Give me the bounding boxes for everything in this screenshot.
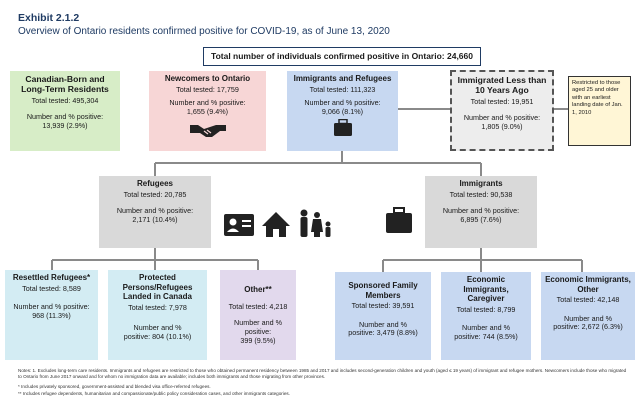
box-title: Canadian-Born and Long-Term Residents [21,74,109,95]
footnote-double-star: ** Includes refugee dependents, humanita… [18,391,290,396]
briefcase-icon [384,206,414,236]
box-positive-label: Number and % [462,323,510,333]
box-tested: Total tested: 42,148 [556,295,620,305]
box-positive: 968 (11.3%) [32,310,71,320]
box-positive-label: Number and % [133,323,182,333]
family-icon [300,209,331,237]
total-positive-box: Total number of individuals confirmed po… [203,47,481,66]
exhibit-subtitle: Overview of Ontario residents confirmed … [18,26,390,37]
box-title: Resettled Refugees* [12,273,91,282]
box-resettled-refugees: Resettled Refugees* Total tested: 8,589 … [5,270,98,360]
box-title: Newcomers to Ontario [164,74,251,83]
box-positive: 2,171 (10.4%) [132,214,178,224]
box-tested: Total tested: 8,589 [22,283,81,293]
box-tested: Total tested: 4,218 [228,301,288,311]
box-positive: 13,939 (2.9%) [42,120,88,130]
box-positive: positive: 804 (10.1%) [123,332,192,342]
house-icon [262,212,290,237]
footnote-main: Notes: 1. Excludes long-term care reside… [18,368,627,379]
box-title: Other** [244,285,272,294]
box-newcomers: Newcomers to Ontario Total tested: 17,75… [149,71,266,151]
box-positive-label: Number and % [564,313,612,323]
box-tested: Total tested: 495,304 [31,95,99,105]
box-title: Protected Persons/Refugees Landed in Can… [122,273,193,302]
box-canadian-born: Canadian-Born and Long-Term Residents To… [10,71,120,151]
box-tested: Total tested: 90,538 [449,189,513,199]
footnote-star: * Includes privately sponsored, governme… [18,384,211,389]
side-note: Restricted to those aged 25 and older wi… [568,76,631,146]
box-positive-label: Number and % positive: [13,302,90,312]
handshake-icon [189,124,226,137]
box-tested: Total tested: 7,978 [128,302,187,312]
box-positive: 1,805 (9.0%) [481,121,523,131]
box-recent-immigrants: Immigrated Less than 10 Years Ago Total … [450,70,554,151]
box-positive: 399 (9.5%) [240,335,276,345]
box-positive-label: Number and % positive: [169,98,246,108]
box-positive-label: Number and % positive: [304,98,381,108]
box-title: Immigrants and Refugees [293,74,392,83]
box-tested: Total tested: 19,951 [470,96,534,106]
box-tested: Total tested: 20,785 [123,189,187,199]
id-card-icon [224,214,254,236]
box-immigrants-refugees: Immigrants and Refugees Total tested: 11… [287,71,398,151]
box-immigrants: Immigrants Total tested: 90,538 Number a… [425,176,537,248]
box-tested: Total tested: 111,323 [309,84,376,94]
box-sponsored-family: Sponsored Family Members Total tested: 3… [335,272,431,360]
box-positive: 1,655 (9.4%) [186,106,229,116]
box-tested: Total tested: 8,799 [456,304,516,314]
box-positive: positive: 2,672 (6.3%) [553,322,623,332]
box-positive-label: Number and % positive: [234,318,282,336]
box-positive-label: Number and % [359,319,407,329]
box-positive-label: Number and % positive: [463,113,541,123]
exhibit-title: Exhibit 2.1.2 [18,12,80,24]
box-title: Immigrants [459,179,503,188]
briefcase-icon [333,118,352,136]
box-tested: Total tested: 39,591 [351,301,415,311]
box-protected-persons: Protected Persons/Refugees Landed in Can… [108,270,207,360]
box-positive: 9,066 (8.1%) [321,106,364,116]
box-title: Economic Immigrants, Caregiver [463,275,509,304]
box-economic-caregiver: Economic Immigrants, Caregiver Total tes… [441,272,531,360]
box-title: Sponsored Family Members [348,281,418,300]
box-other-refugees: Other** Total tested: 4,218 Number and %… [220,270,296,360]
box-economic-other: Economic Immigrants, Other Total tested:… [541,272,635,360]
refugee-icons [222,204,342,244]
box-refugees: Refugees Total tested: 20,785 Number and… [99,176,211,248]
box-title: Refugees [136,179,173,188]
box-positive: positive: 744 (8.5%) [454,332,518,342]
box-positive: 6,895 (7.6%) [460,214,502,224]
box-positive-label: Number and % positive: [442,206,520,216]
box-tested: Total tested: 17,759 [176,84,239,94]
box-positive-label: Number and % positive: [116,206,194,216]
box-title: Economic Immigrants, Other [545,275,631,294]
box-title: Immigrated Less than 10 Years Ago [457,75,547,96]
box-positive: positive: 3,479 (8.8%) [348,328,418,338]
box-positive-label: Number and % positive: [26,112,104,122]
